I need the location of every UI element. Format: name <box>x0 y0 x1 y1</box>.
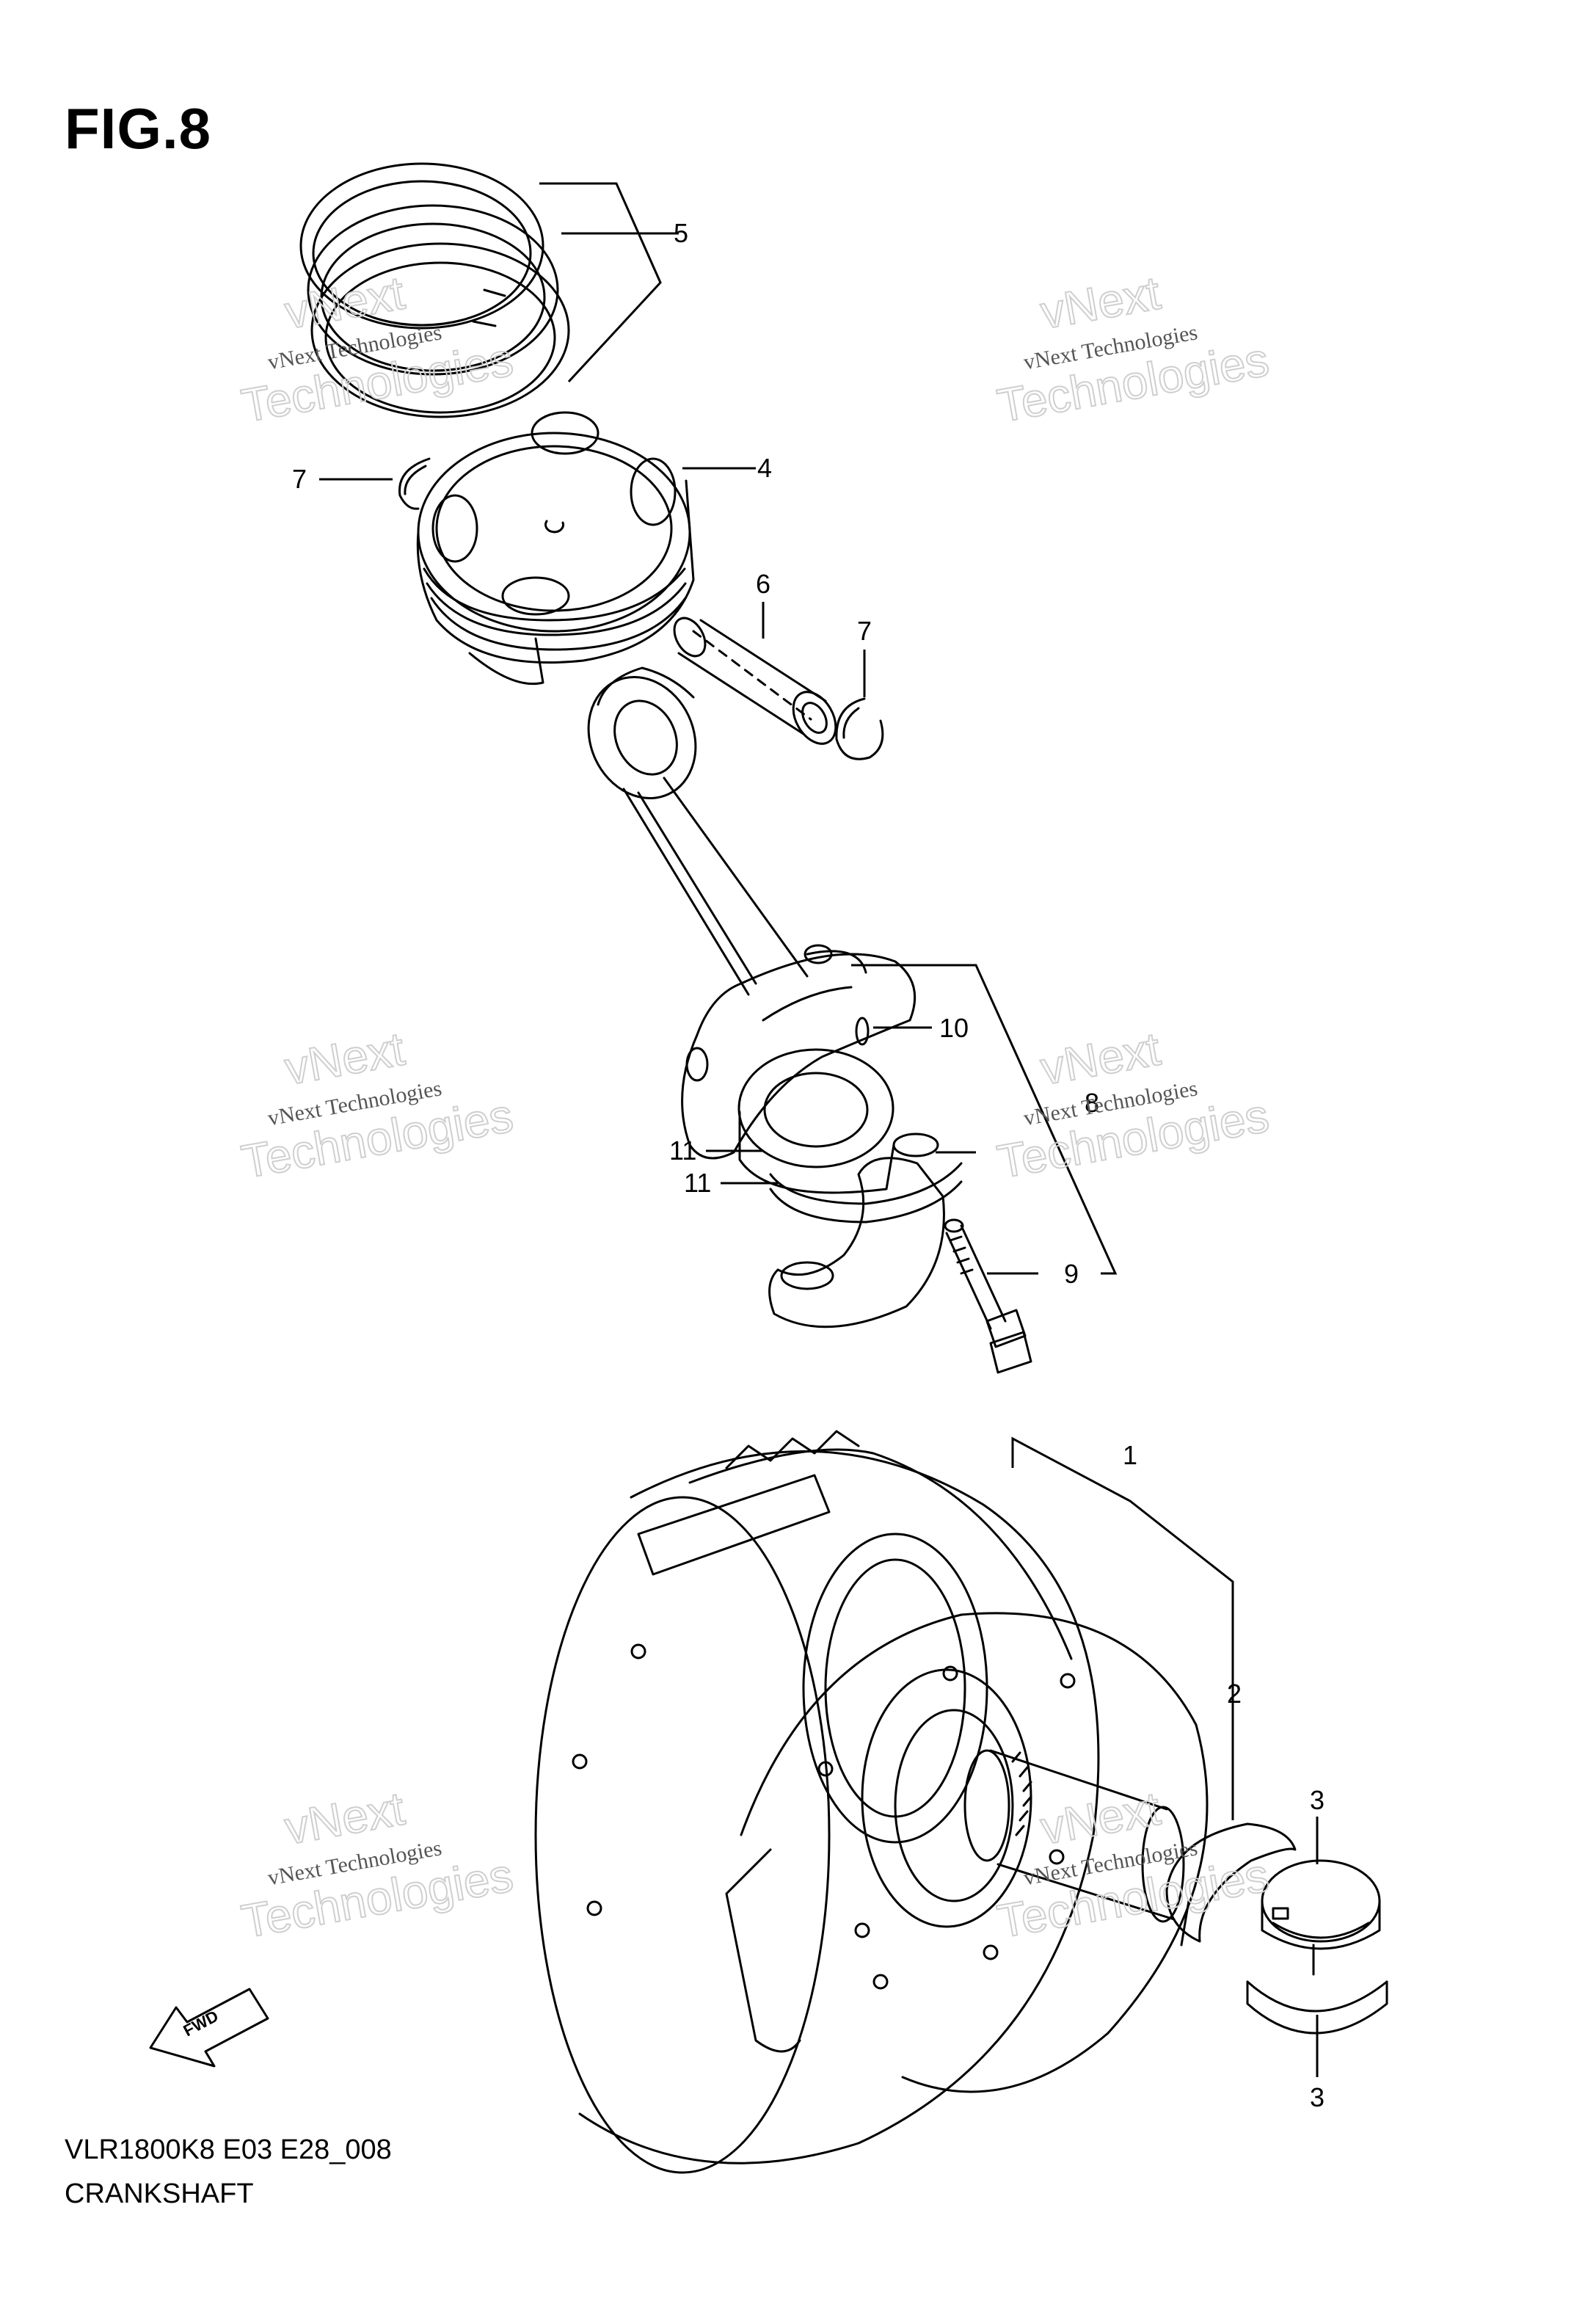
circlip-left[interactable] <box>398 457 431 510</box>
svg-text:vNext: vNext <box>281 1782 409 1855</box>
crankshaft[interactable] <box>534 1430 1209 2174</box>
watermark-1: vNext vNext Technologies Technologies <box>237 266 517 433</box>
watermark-4: vNext vNext Technologies Technologies <box>993 1022 1273 1189</box>
leader-lines <box>319 182 1319 2077</box>
callout-7-left: 7 <box>292 464 307 494</box>
svg-text:vNext: vNext <box>1037 1022 1165 1095</box>
callout-3-lower: 3 <box>1310 2082 1324 2112</box>
callout-2: 2 <box>1227 1679 1242 1709</box>
figure-label: FIG.8 <box>65 96 212 161</box>
watermark-5: vNext vNext Technologies Technologies <box>237 1781 517 1949</box>
thrust-washer[interactable] <box>1165 1822 1297 1946</box>
svg-text:vNext: vNext <box>1037 1782 1165 1855</box>
fwd-badge: FWD <box>181 2007 222 2040</box>
model-code: VLR1800K8 E03 E28_008 <box>65 2134 392 2165</box>
forward-arrow-icon <box>149 1988 269 2068</box>
piston-pin[interactable] <box>668 613 844 752</box>
callout-6: 6 <box>756 569 770 599</box>
callout-10: 10 <box>939 1013 969 1043</box>
callout-4: 4 <box>757 453 772 483</box>
conrod-bolt[interactable] <box>944 1218 1032 1374</box>
callout-1: 1 <box>1123 1440 1137 1470</box>
svg-text:vNext: vNext <box>1037 266 1165 339</box>
callout-11-upper: 11 <box>669 1135 696 1166</box>
callout-7-right: 7 <box>857 616 872 646</box>
callout-3-upper: 3 <box>1310 1785 1324 1815</box>
conrod-cap[interactable] <box>768 1133 945 1328</box>
svg-text:vNext: vNext <box>281 1022 409 1095</box>
conrod-bearing-lower[interactable] <box>769 1162 963 1224</box>
crankshaft-bearing-upper[interactable] <box>1261 1859 1381 1950</box>
diagram-title: CRANKSHAFT <box>65 2178 254 2209</box>
conrod-bearing-upper[interactable] <box>737 1048 895 1194</box>
crankshaft-bearing-lower[interactable] <box>1246 1944 1388 2035</box>
piston-rings[interactable] <box>299 162 570 418</box>
watermark-2: vNext vNext Technologies Technologies <box>993 266 1273 433</box>
circlip-right[interactable] <box>835 697 884 760</box>
callout-8: 8 <box>1085 1088 1099 1118</box>
watermark-6: vNext vNext Technologies Technologies <box>993 1781 1273 1949</box>
piston[interactable] <box>416 411 695 686</box>
callout-9: 9 <box>1064 1259 1079 1289</box>
watermark-3: vNext vNext Technologies Technologies <box>237 1022 517 1189</box>
connecting-rod[interactable] <box>569 659 917 1160</box>
callout-11-lower: 11 <box>684 1168 711 1198</box>
knock-pin[interactable] <box>855 1017 870 1046</box>
callout-5: 5 <box>674 218 688 248</box>
svg-text:vNext: vNext <box>281 266 409 339</box>
